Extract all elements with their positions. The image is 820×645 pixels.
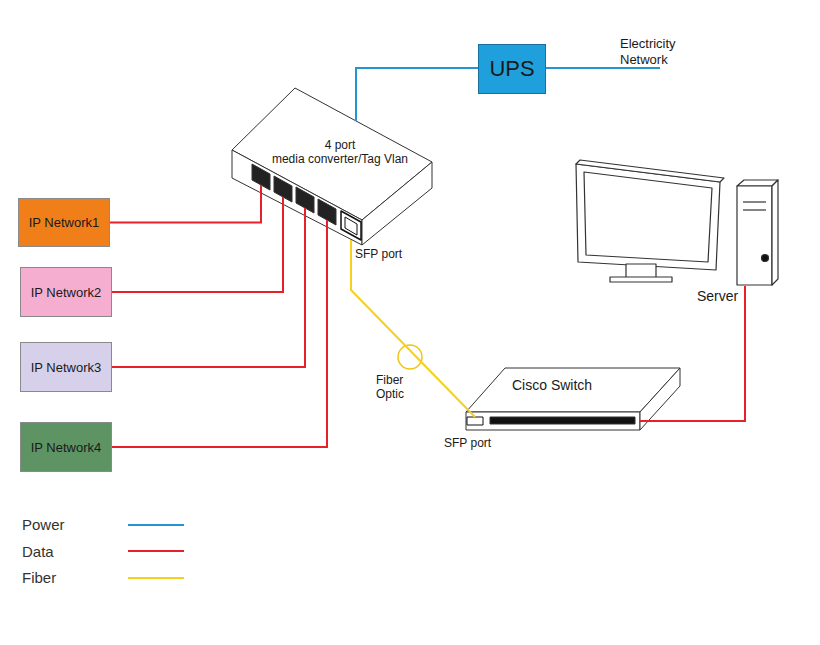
server: Server bbox=[572, 158, 780, 308]
cable-connector bbox=[112, 208, 305, 367]
ups-box: UPS bbox=[478, 44, 546, 94]
network-box: IP Network3 bbox=[20, 342, 112, 392]
cable-connector bbox=[351, 240, 475, 417]
annotation-label: SFP port bbox=[355, 247, 435, 261]
network-box: IP Network2 bbox=[20, 267, 112, 317]
power-wire bbox=[546, 67, 660, 69]
node-text: UPS bbox=[489, 56, 534, 82]
node-text: Cisco Switch bbox=[512, 378, 642, 392]
node-text: Server bbox=[697, 289, 767, 303]
network-box: IP Network4 bbox=[20, 422, 112, 472]
cable-connector bbox=[112, 197, 283, 292]
media-converter: 4 portmedia converter/Tag Vlan bbox=[232, 86, 434, 248]
cable-connector bbox=[110, 185, 261, 223]
cable-connector bbox=[356, 68, 478, 121]
edge-label: Fiber Optic bbox=[376, 373, 416, 401]
fiber-marker bbox=[398, 345, 422, 369]
legend-sample bbox=[128, 577, 184, 579]
legend-sample bbox=[128, 550, 184, 552]
legend-text: Data bbox=[22, 543, 54, 561]
node-text: IP Network1 bbox=[29, 215, 100, 230]
cable-connector bbox=[640, 286, 745, 421]
node-text: IP Network2 bbox=[31, 285, 102, 300]
network-box: IP Network1 bbox=[18, 198, 110, 247]
legend-text: Fiber bbox=[22, 569, 56, 587]
node-text: media converter/Tag Vlan bbox=[250, 152, 430, 166]
annotation-label: Electricity Network bbox=[620, 36, 692, 68]
node-text: IP Network4 bbox=[31, 440, 102, 455]
server-drawing bbox=[576, 160, 778, 285]
legend-sample bbox=[128, 524, 184, 526]
node-text: 4 port bbox=[260, 138, 420, 152]
cable-connector bbox=[112, 220, 327, 447]
switch: Cisco Switch bbox=[462, 365, 684, 435]
annotation-label: SFP port bbox=[444, 436, 524, 450]
node-text: IP Network3 bbox=[31, 360, 102, 375]
legend-text: Power bbox=[22, 516, 65, 534]
